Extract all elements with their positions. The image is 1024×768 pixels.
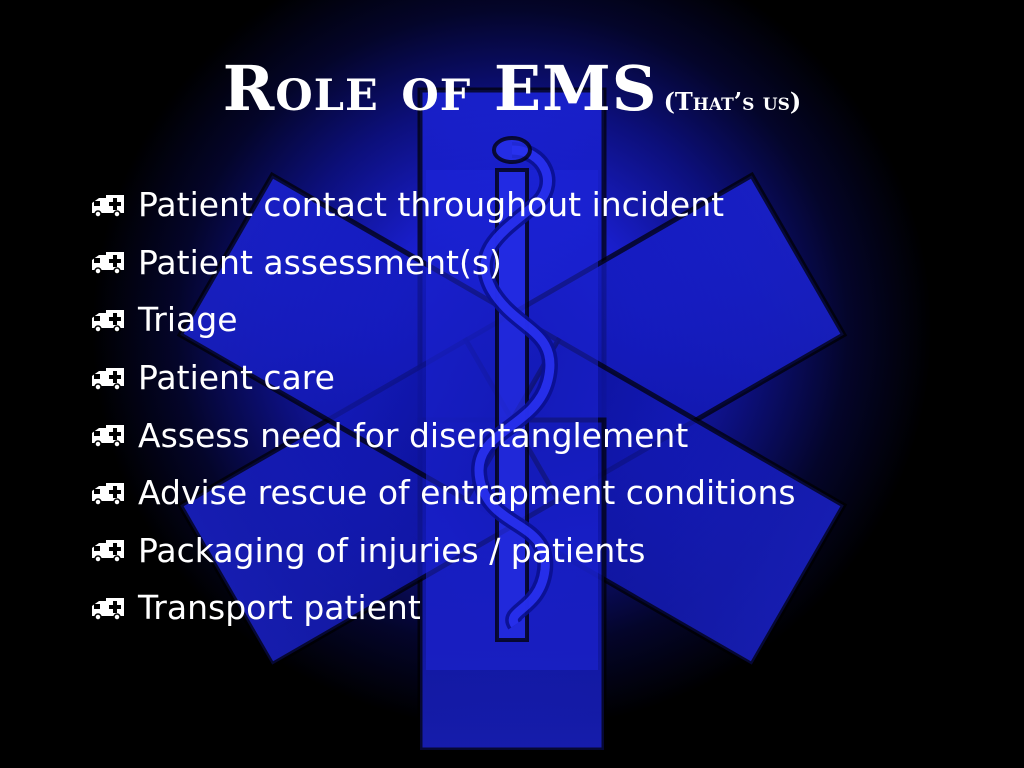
- list-item: Patient assessment(s): [90, 234, 990, 292]
- title-text: Role of EMS: [222, 52, 658, 125]
- bullet-text: Transport patient: [138, 588, 421, 628]
- ambulance-icon: [92, 309, 124, 332]
- ambulance-icon: [92, 425, 124, 448]
- ambulance-icon: [92, 597, 124, 620]
- ambulance-icon: [92, 540, 124, 563]
- bullet-text: Patient care: [138, 358, 335, 398]
- ambulance-icon: [92, 367, 124, 390]
- list-item: Patient contact throughout incident: [90, 176, 990, 234]
- ambulance-icon: [92, 482, 124, 505]
- list-item: Advise rescue of entrapment conditions: [90, 464, 990, 522]
- slide-title: Role of EMS(That’s us): [0, 52, 1024, 125]
- bullet-text: Triage: [138, 300, 238, 340]
- title-subtitle: (That’s us): [663, 87, 802, 116]
- list-item: Packaging of injuries / patients: [90, 522, 990, 580]
- bullet-text: Packaging of injuries / patients: [138, 530, 646, 570]
- bullet-text: Assess need for disentanglement: [138, 415, 689, 455]
- list-item: Assess need for disentanglement: [90, 406, 990, 464]
- list-item: Transport patient: [90, 579, 990, 637]
- bullet-text: Advise rescue of entrapment conditions: [138, 473, 796, 513]
- bullet-text: Patient assessment(s): [138, 242, 502, 282]
- bullet-text: Patient contact throughout incident: [138, 185, 725, 225]
- list-item: Patient care: [90, 349, 990, 407]
- ambulance-icon: [92, 252, 124, 275]
- ambulance-icon: [92, 194, 124, 217]
- bullet-list: Patient contact throughout incident Pati…: [90, 176, 990, 637]
- list-item: Triage: [90, 291, 990, 349]
